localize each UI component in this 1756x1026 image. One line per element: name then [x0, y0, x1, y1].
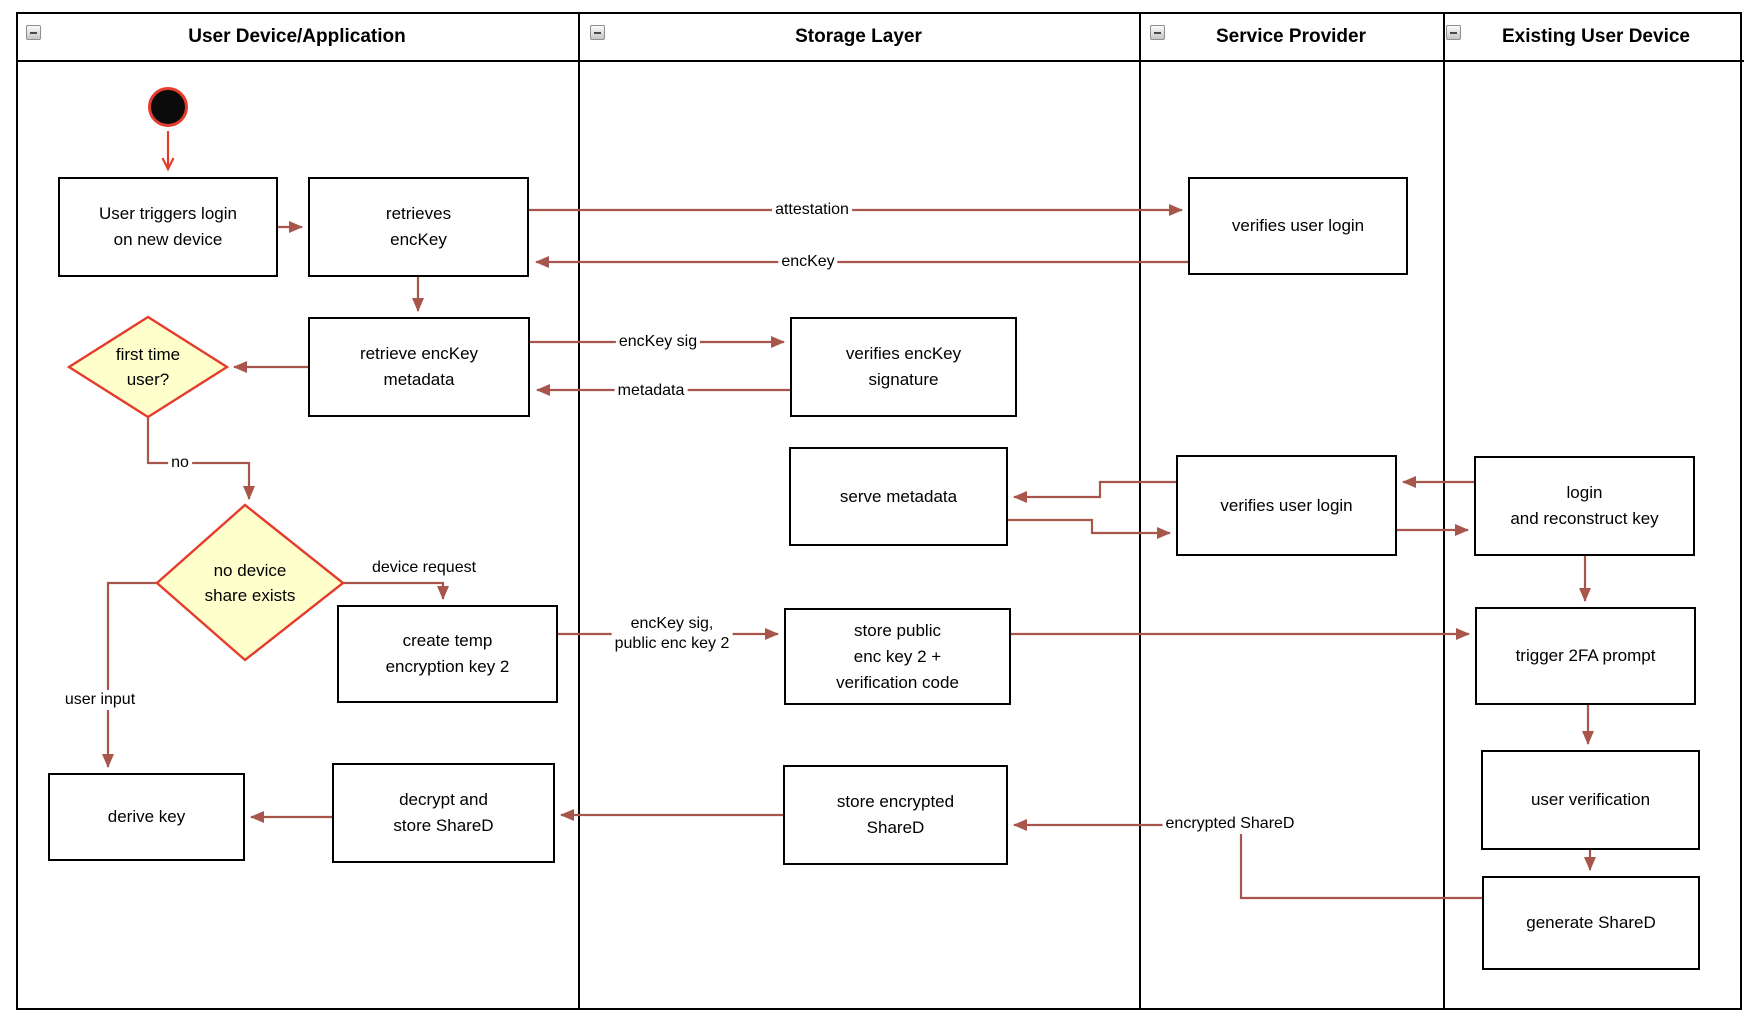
collapse-icon[interactable] — [1446, 25, 1461, 40]
edge-label-encrypted-shared: encrypted ShareD — [1162, 814, 1298, 834]
node-label: serve metadata — [839, 486, 958, 506]
edge-label-enckey-sig: encKey sig — [615, 332, 701, 352]
node-label: retrieve encKey metadata — [359, 344, 479, 389]
node-retrieves-enckey[interactable]: retrieves encKey — [308, 177, 529, 277]
edge-label-attestation: attestation — [772, 200, 852, 220]
start-node[interactable] — [148, 87, 188, 127]
node-verifies-enckey-signature[interactable]: verifies encKey signature — [790, 317, 1017, 417]
decision-label-no-device-share: no device share exists — [204, 561, 296, 605]
edge-label-no: no — [168, 453, 192, 473]
node-label: verifies user login — [1231, 216, 1365, 235]
lane-header-separator — [16, 60, 1744, 62]
node-label: generate ShareD — [1526, 913, 1656, 932]
node-label: create temp encryption key 2 — [385, 631, 510, 676]
lane-title-storage-layer: Storage Layer — [795, 26, 922, 47]
node-decrypt-and-store-shared[interactable]: decrypt and store ShareD — [332, 763, 555, 863]
lane-title-service-provider: Service Provider — [1216, 26, 1366, 47]
minus-icon — [30, 31, 37, 34]
node-create-temp-encryption-key[interactable]: create temp encryption key 2 — [337, 605, 558, 703]
edge-label-enckey-sig-public: encKey sig, public enc key 2 — [611, 614, 733, 654]
node-label: decrypt and store ShareD — [393, 790, 494, 835]
node-label: verifies user login — [1220, 495, 1353, 515]
node-label: store encrypted ShareD — [836, 792, 955, 837]
node-label: trigger 2FA prompt — [1515, 646, 1656, 665]
collapse-icon[interactable] — [26, 25, 41, 40]
node-login-and-reconstruct-key[interactable]: login and reconstruct key — [1474, 456, 1695, 556]
edge-label-enckey: encKey — [778, 252, 838, 272]
node-label: login and reconstruct key — [1510, 483, 1659, 528]
node-derive-key[interactable]: derive key — [48, 773, 245, 861]
node-store-public-enc-key[interactable]: store public enc key 2 + verification co… — [784, 608, 1011, 705]
node-store-encrypted-shared[interactable]: store encrypted ShareD — [783, 765, 1008, 865]
node-trigger-2fa-prompt[interactable]: trigger 2FA prompt — [1475, 607, 1696, 705]
node-label: retrieves encKey — [385, 204, 452, 249]
edge-label-device-request: device request — [371, 559, 477, 576]
lane-divider-1 — [578, 12, 580, 1010]
diagram-outer-border — [16, 12, 1742, 1010]
node-label: store public enc key 2 + verification co… — [836, 620, 959, 692]
collapse-icon[interactable] — [1150, 25, 1165, 40]
node-label: verifies encKey signature — [845, 344, 962, 389]
node-serve-metadata[interactable]: serve metadata — [789, 447, 1008, 546]
node-label: user verification — [1530, 790, 1651, 809]
edge-label-metadata: metadata — [614, 381, 688, 401]
minus-icon — [594, 31, 601, 34]
node-retrieve-enckey-metadata[interactable]: retrieve encKey metadata — [308, 317, 530, 417]
node-generate-shared[interactable]: generate ShareD — [1482, 876, 1700, 970]
edge-label-user-input: user input — [61, 690, 139, 710]
lane-divider-2 — [1139, 12, 1141, 1010]
node-label: User triggers login on new device — [99, 204, 237, 249]
minus-icon — [1154, 31, 1161, 34]
collapse-icon[interactable] — [590, 25, 605, 40]
lane-title-existing-user-device: Existing User Device — [1502, 26, 1690, 47]
lane-divider-3 — [1443, 12, 1445, 1010]
node-verifies-user-login-mid[interactable]: verifies user login — [1176, 455, 1397, 556]
lane-title-user-device: User Device/Application — [188, 26, 406, 47]
node-user-verification[interactable]: user verification — [1481, 750, 1700, 850]
minus-icon — [1450, 31, 1457, 34]
decision-label-first-time-user: first time user? — [115, 345, 181, 389]
node-label: derive key — [107, 807, 186, 826]
node-verifies-user-login-top[interactable]: verifies user login — [1188, 177, 1408, 275]
decision-first-time-user[interactable] — [66, 315, 230, 419]
decision-no-device-share[interactable] — [155, 503, 345, 662]
node-user-triggers-login[interactable]: User triggers login on new device — [58, 177, 278, 277]
